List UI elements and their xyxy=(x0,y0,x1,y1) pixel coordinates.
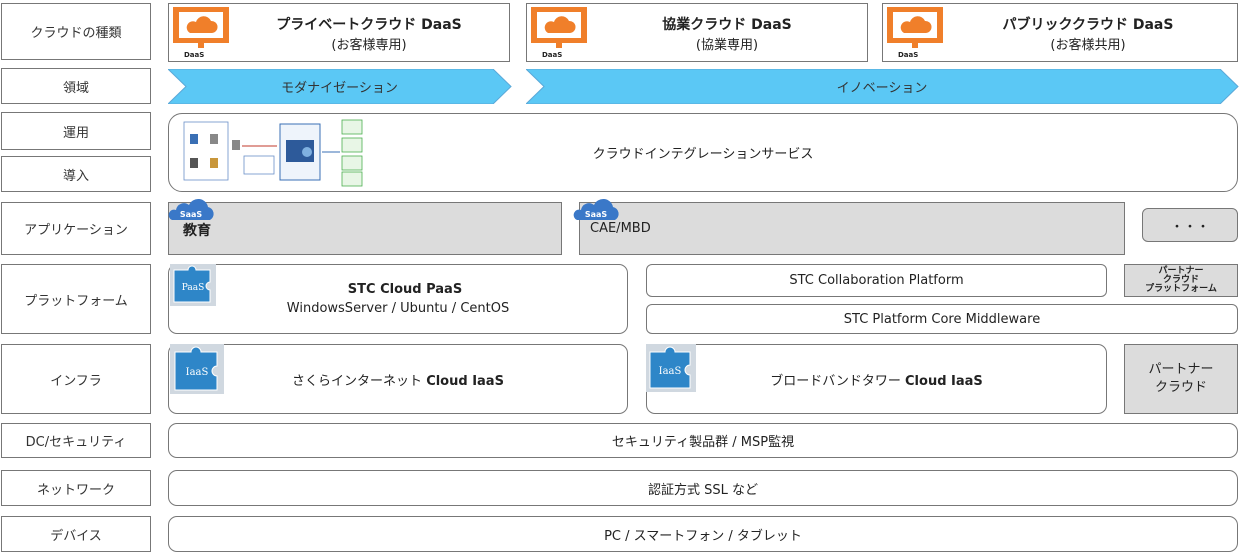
collaboration-platform-label: STC Collaboration Platform xyxy=(789,273,964,288)
platform-core-middleware-label: STC Platform Core Middleware xyxy=(843,311,1041,327)
private-cloud-sub: (お客様専用) xyxy=(331,38,407,53)
saas-cloud-icon: SaaS xyxy=(168,198,214,220)
label-cloud-type: クラウドの種類 xyxy=(1,3,151,60)
cae-app-label: CAE/MBD xyxy=(590,221,651,236)
iaas-badge-text: IaaS xyxy=(186,367,209,378)
partner-cloud-platform-label: パートナー クラウド プラットフォーム xyxy=(1145,266,1217,294)
iaas-badge-text: IaaS xyxy=(659,366,682,377)
security-box: セキュリティ製品群 / MSP監視 xyxy=(168,423,1238,458)
integration-flow-diagram-icon xyxy=(183,119,363,187)
integration-service-label: クラウドインテグレーションサービス xyxy=(592,147,814,162)
label-platform: プラットフォーム xyxy=(1,264,151,334)
public-cloud-sub: (お客様共用) xyxy=(1050,38,1126,53)
label-introduction: 導入 xyxy=(1,156,151,192)
paas-badge-text: PaaS xyxy=(182,283,205,293)
daas-caption: DaaS xyxy=(542,51,563,59)
broadband-iaas-box: ブロードバンドタワー Cloud IaaS xyxy=(646,344,1107,414)
education-app-label: 教育 xyxy=(183,223,211,239)
stc-cloud-paas-box: STC Cloud PaaS WindowsServer / Ubuntu / … xyxy=(168,264,628,334)
devices-box: PC / スマートフォン / タブレット xyxy=(168,516,1238,552)
cae-app-box: CAE/MBD xyxy=(579,202,1125,255)
education-app-box: 教育 xyxy=(168,202,562,255)
collaboration-platform-box: STC Collaboration Platform xyxy=(646,264,1107,297)
devices-label: PC / スマートフォン / タブレット xyxy=(604,528,802,544)
daas-caption: DaaS xyxy=(184,51,205,59)
sakura-iaas-label: Cloud IaaS xyxy=(426,373,504,389)
label-infra: インフラ xyxy=(1,344,151,414)
paas-sub: WindowsServer / Ubuntu / CentOS xyxy=(286,301,510,316)
label-domain: 領域 xyxy=(1,68,151,104)
innovation-label: イノベーション xyxy=(836,81,928,96)
partner-cloud-platform-box: パートナー クラウド プラットフォーム xyxy=(1124,264,1238,297)
modernization-arrow xyxy=(168,69,512,104)
security-label: セキュリティ製品群 / MSP監視 xyxy=(611,435,795,450)
monitor-cloud-icon xyxy=(531,7,587,48)
network-label: 認証方式 SSL など xyxy=(647,482,758,498)
saas-cloud-icon: SaaS xyxy=(573,198,619,220)
network-box: 認証方式 SSL など xyxy=(168,470,1238,506)
private-cloud-title: プライベートクラウド DaaS xyxy=(276,17,462,33)
sakura-label: さくらインターネット xyxy=(292,373,427,389)
platform-core-middleware-box: STC Platform Core Middleware xyxy=(646,304,1238,334)
partner-cloud-box: パートナー クラウド xyxy=(1124,344,1238,414)
more-apps-box: ・・・ xyxy=(1142,208,1238,242)
broadband-iaas-label: Cloud IaaS xyxy=(905,373,983,389)
iaas-puzzle-icon: IaaS xyxy=(170,344,224,394)
iaas-puzzle-icon: IaaS xyxy=(646,344,696,392)
daas-caption: DaaS xyxy=(898,51,919,59)
label-network: ネットワーク xyxy=(1,470,151,506)
monitor-cloud-icon xyxy=(173,7,229,48)
label-operation: 運用 xyxy=(1,112,151,150)
sakura-iaas-box: さくらインターネット Cloud IaaS xyxy=(168,344,628,414)
saas-badge-text: SaaS xyxy=(585,210,608,219)
private-cloud-daas: DaaS プライベートクラウド DaaS (お客様専用) xyxy=(168,3,510,62)
more-apps-label: ・・・ xyxy=(1170,219,1210,235)
label-dc-security: DC/セキュリティ xyxy=(1,423,151,458)
label-devices: デバイス xyxy=(1,516,151,552)
modernization-label: モダナイゼーション xyxy=(281,81,398,96)
broadband-label: ブロードバンドタワー xyxy=(770,373,906,389)
public-cloud-daas: DaaS パブリッククラウド DaaS (お客様共用) xyxy=(882,3,1238,62)
paas-title: STC Cloud PaaS xyxy=(347,282,463,297)
partner-cloud-label: パートナー クラウド xyxy=(1148,362,1214,395)
innovation-arrow xyxy=(526,69,1239,104)
collab-cloud-daas: DaaS 協業クラウド DaaS (協業専用) xyxy=(526,3,868,62)
paas-puzzle-icon: PaaS xyxy=(170,264,216,306)
monitor-cloud-icon xyxy=(887,7,943,48)
public-cloud-title: パブリッククラウド DaaS xyxy=(1002,17,1174,33)
collab-cloud-sub: (協業専用) xyxy=(695,38,759,53)
saas-badge-text: SaaS xyxy=(180,210,203,219)
collab-cloud-title: 協業クラウド DaaS xyxy=(662,17,792,33)
label-application: アプリケーション xyxy=(1,202,151,255)
